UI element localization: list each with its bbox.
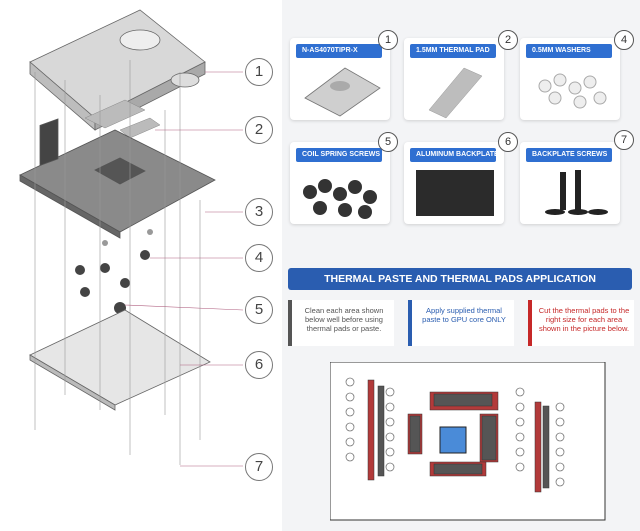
thermal-pad-thumbnail: [428, 67, 483, 119]
backplate-thumbnail: [416, 170, 494, 216]
instruction-bar: [408, 300, 412, 346]
instruction-text: Apply supplied thermal paste to GPU core…: [422, 306, 506, 324]
waterblock-thumbnail: [304, 67, 381, 117]
part-label: N-AS4070TIPR-X: [296, 44, 382, 58]
instruction-paste: Apply supplied thermal paste to GPU core…: [408, 300, 514, 346]
callout-2: 2: [245, 116, 273, 144]
part-label: BACKPLATE SCREWS: [526, 148, 612, 162]
part-card-washers: 0.5MM WASHERS: [520, 38, 620, 120]
screws-thumbnail: [303, 179, 377, 219]
exploded-view: [19, 9, 244, 467]
instruction-bar: [288, 300, 292, 346]
part-number-1: 1: [378, 30, 398, 50]
callout-6: 6: [245, 351, 273, 379]
part-card-backplate: ALUMINUM BACKPLATE: [404, 142, 504, 224]
part-label: 1.5MM THERMAL PAD: [410, 44, 496, 58]
guide-lines: [34, 60, 201, 465]
part-number-5: 5: [378, 132, 398, 152]
instruction-clean: Clean each area shown below well before …: [288, 300, 394, 346]
part-number-2: 2: [498, 30, 518, 50]
part-number-6: 6: [498, 132, 518, 152]
backplate: [29, 309, 211, 411]
part-label: ALUMINUM BACKPLATE: [410, 148, 499, 162]
callout-7: 7: [245, 453, 273, 481]
leader-lines: [124, 71, 244, 467]
instruction-bar: [528, 300, 532, 346]
callout-5: 5: [245, 296, 273, 324]
part-card-backplate-screws: BACKPLATE SCREWS: [520, 142, 620, 224]
part-card-coil-spring-screws: COIL SPRING SCREWS: [290, 142, 390, 224]
part-number-4: 4: [614, 30, 634, 50]
callout-1: 1: [245, 58, 273, 86]
pcb-board: [19, 118, 216, 239]
capacitor-circles: [345, 377, 565, 487]
screw-set: [75, 229, 153, 314]
chip-areas: [377, 385, 550, 489]
part-label: COIL SPRING SCREWS: [296, 148, 382, 162]
part-number-7: 7: [614, 130, 634, 150]
callout-3: 3: [245, 198, 273, 226]
washers-thumbnail: [538, 73, 607, 109]
callout-4: 4: [245, 244, 273, 272]
gpu-core-area: [439, 426, 467, 454]
instruction-pads: Cut the thermal pads to the right size f…: [528, 300, 634, 346]
backplate-screws-thumbnail: [545, 170, 608, 215]
part-label: 0.5MM WASHERS: [526, 44, 612, 58]
instruction-text: Cut the thermal pads to the right size f…: [538, 306, 630, 333]
instruction-text: Clean each area shown below well before …: [304, 306, 384, 333]
part-card-waterblock: N-AS4070TIPR-X: [290, 38, 390, 120]
application-banner: THERMAL PASTE AND THERMAL PADS APPLICATI…: [288, 268, 632, 290]
part-card-thermal-pad: 1.5MM THERMAL PAD: [404, 38, 504, 120]
water-block: [29, 9, 206, 131]
pcb-layout-diagram: [330, 362, 606, 521]
